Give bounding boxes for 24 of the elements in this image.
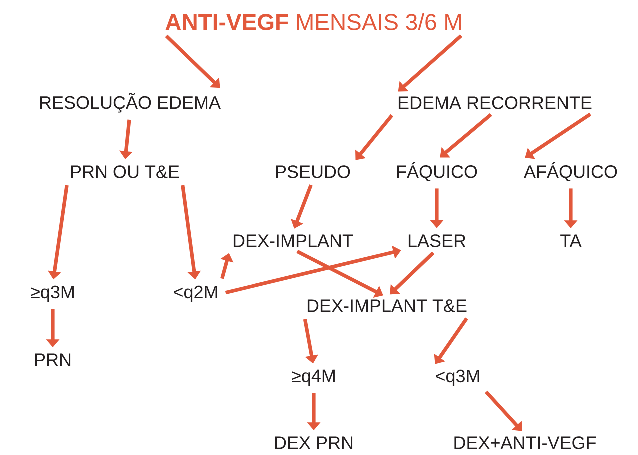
- arrow: [398, 34, 463, 92]
- title-text: ANTI-VEGF MENSAIS 3/6 M: [166, 14, 461, 30]
- node-label: <q3M: [436, 370, 480, 386]
- node-label: DEX PRN: [275, 436, 353, 450]
- node-label: PRN: [35, 354, 71, 366]
- node-label: PRN OU T&E: [71, 166, 180, 178]
- node-label: DEX-IMPLANT T&E: [308, 300, 467, 312]
- node-label: EDEMA RECORRENTE: [398, 96, 592, 110]
- node-label: TA: [560, 234, 582, 248]
- arrow: [165, 34, 220, 88]
- node-label: DEX+ANTI-VEGF: [454, 436, 596, 450]
- arrow: [440, 113, 492, 158]
- node-label: LASER: [408, 234, 466, 248]
- node-label: ≥q3M: [31, 286, 74, 302]
- node-label: AFÁQUICO: [524, 162, 618, 182]
- arrow: [485, 390, 522, 432]
- arrow: [525, 112, 592, 160]
- arrow: [356, 114, 394, 160]
- node-label: RESOLUÇÃO EDEMA: [40, 93, 221, 113]
- node-label: ≥q4M: [292, 370, 335, 386]
- node-label: <q2M: [174, 286, 218, 302]
- node-label: DEX-IMPLANT: [234, 234, 354, 248]
- node-label: PSEUDO: [276, 166, 350, 178]
- node-label: FÁQUICO: [397, 162, 478, 182]
